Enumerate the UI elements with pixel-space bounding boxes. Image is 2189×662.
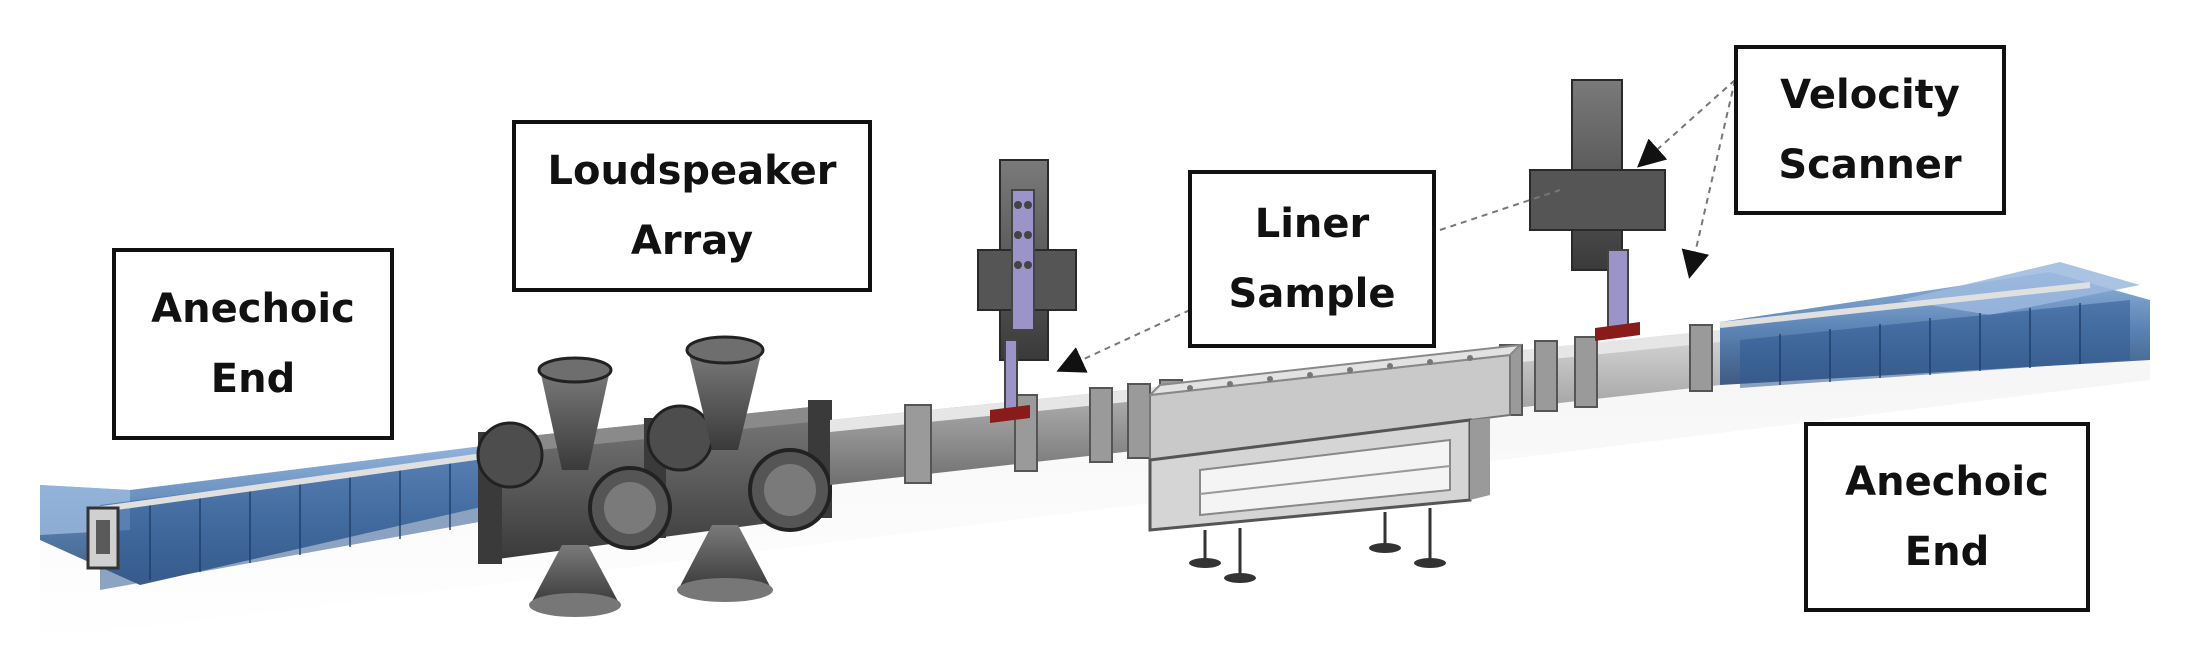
loudspeaker-array-graphic <box>476 335 832 617</box>
anechoic-end-right-line-2: End <box>1904 529 1990 575</box>
loudspeaker-array-label: Loudspeaker Array <box>512 120 872 292</box>
velocity-scanner-left-graphic <box>977 159 1077 423</box>
liner-leader-line <box>1056 309 1191 373</box>
velocity-scanner-line-2: Scanner <box>1778 142 1962 188</box>
liner-sample-graphic <box>1147 343 1523 583</box>
liner-sample-line-1: Liner <box>1254 201 1370 247</box>
velocity-scanner-label: Velocity Scanner <box>1734 45 2006 215</box>
anechoic-end-right-graphic <box>1719 262 2150 388</box>
anechoic-end-left-line-1: Anechoic <box>151 286 355 332</box>
velocity-scanner-line-1: Velocity <box>1780 72 1960 118</box>
anechoic-end-right-label: Anechoic End <box>1804 422 2090 612</box>
velocity-scanner-right-graphic <box>1529 79 1666 341</box>
velocity-leader-line-2 <box>1681 79 1736 279</box>
loudspeaker-array-line-1: Loudspeaker <box>547 148 837 194</box>
anechoic-end-left-line-2: End <box>210 356 296 402</box>
anechoic-end-right-line-1: Anechoic <box>1845 459 2049 505</box>
leader-lines <box>1056 79 1736 373</box>
loudspeaker-array-line-2: Array <box>630 218 754 264</box>
anechoic-end-left-label: Anechoic End <box>112 248 394 440</box>
anechoic-end-left-graphic <box>40 445 491 590</box>
liner-sample-line-2: Sample <box>1228 271 1396 317</box>
velocity-leader-line-1 <box>1637 79 1736 168</box>
liner-sample-label: Liner Sample <box>1188 170 1436 348</box>
